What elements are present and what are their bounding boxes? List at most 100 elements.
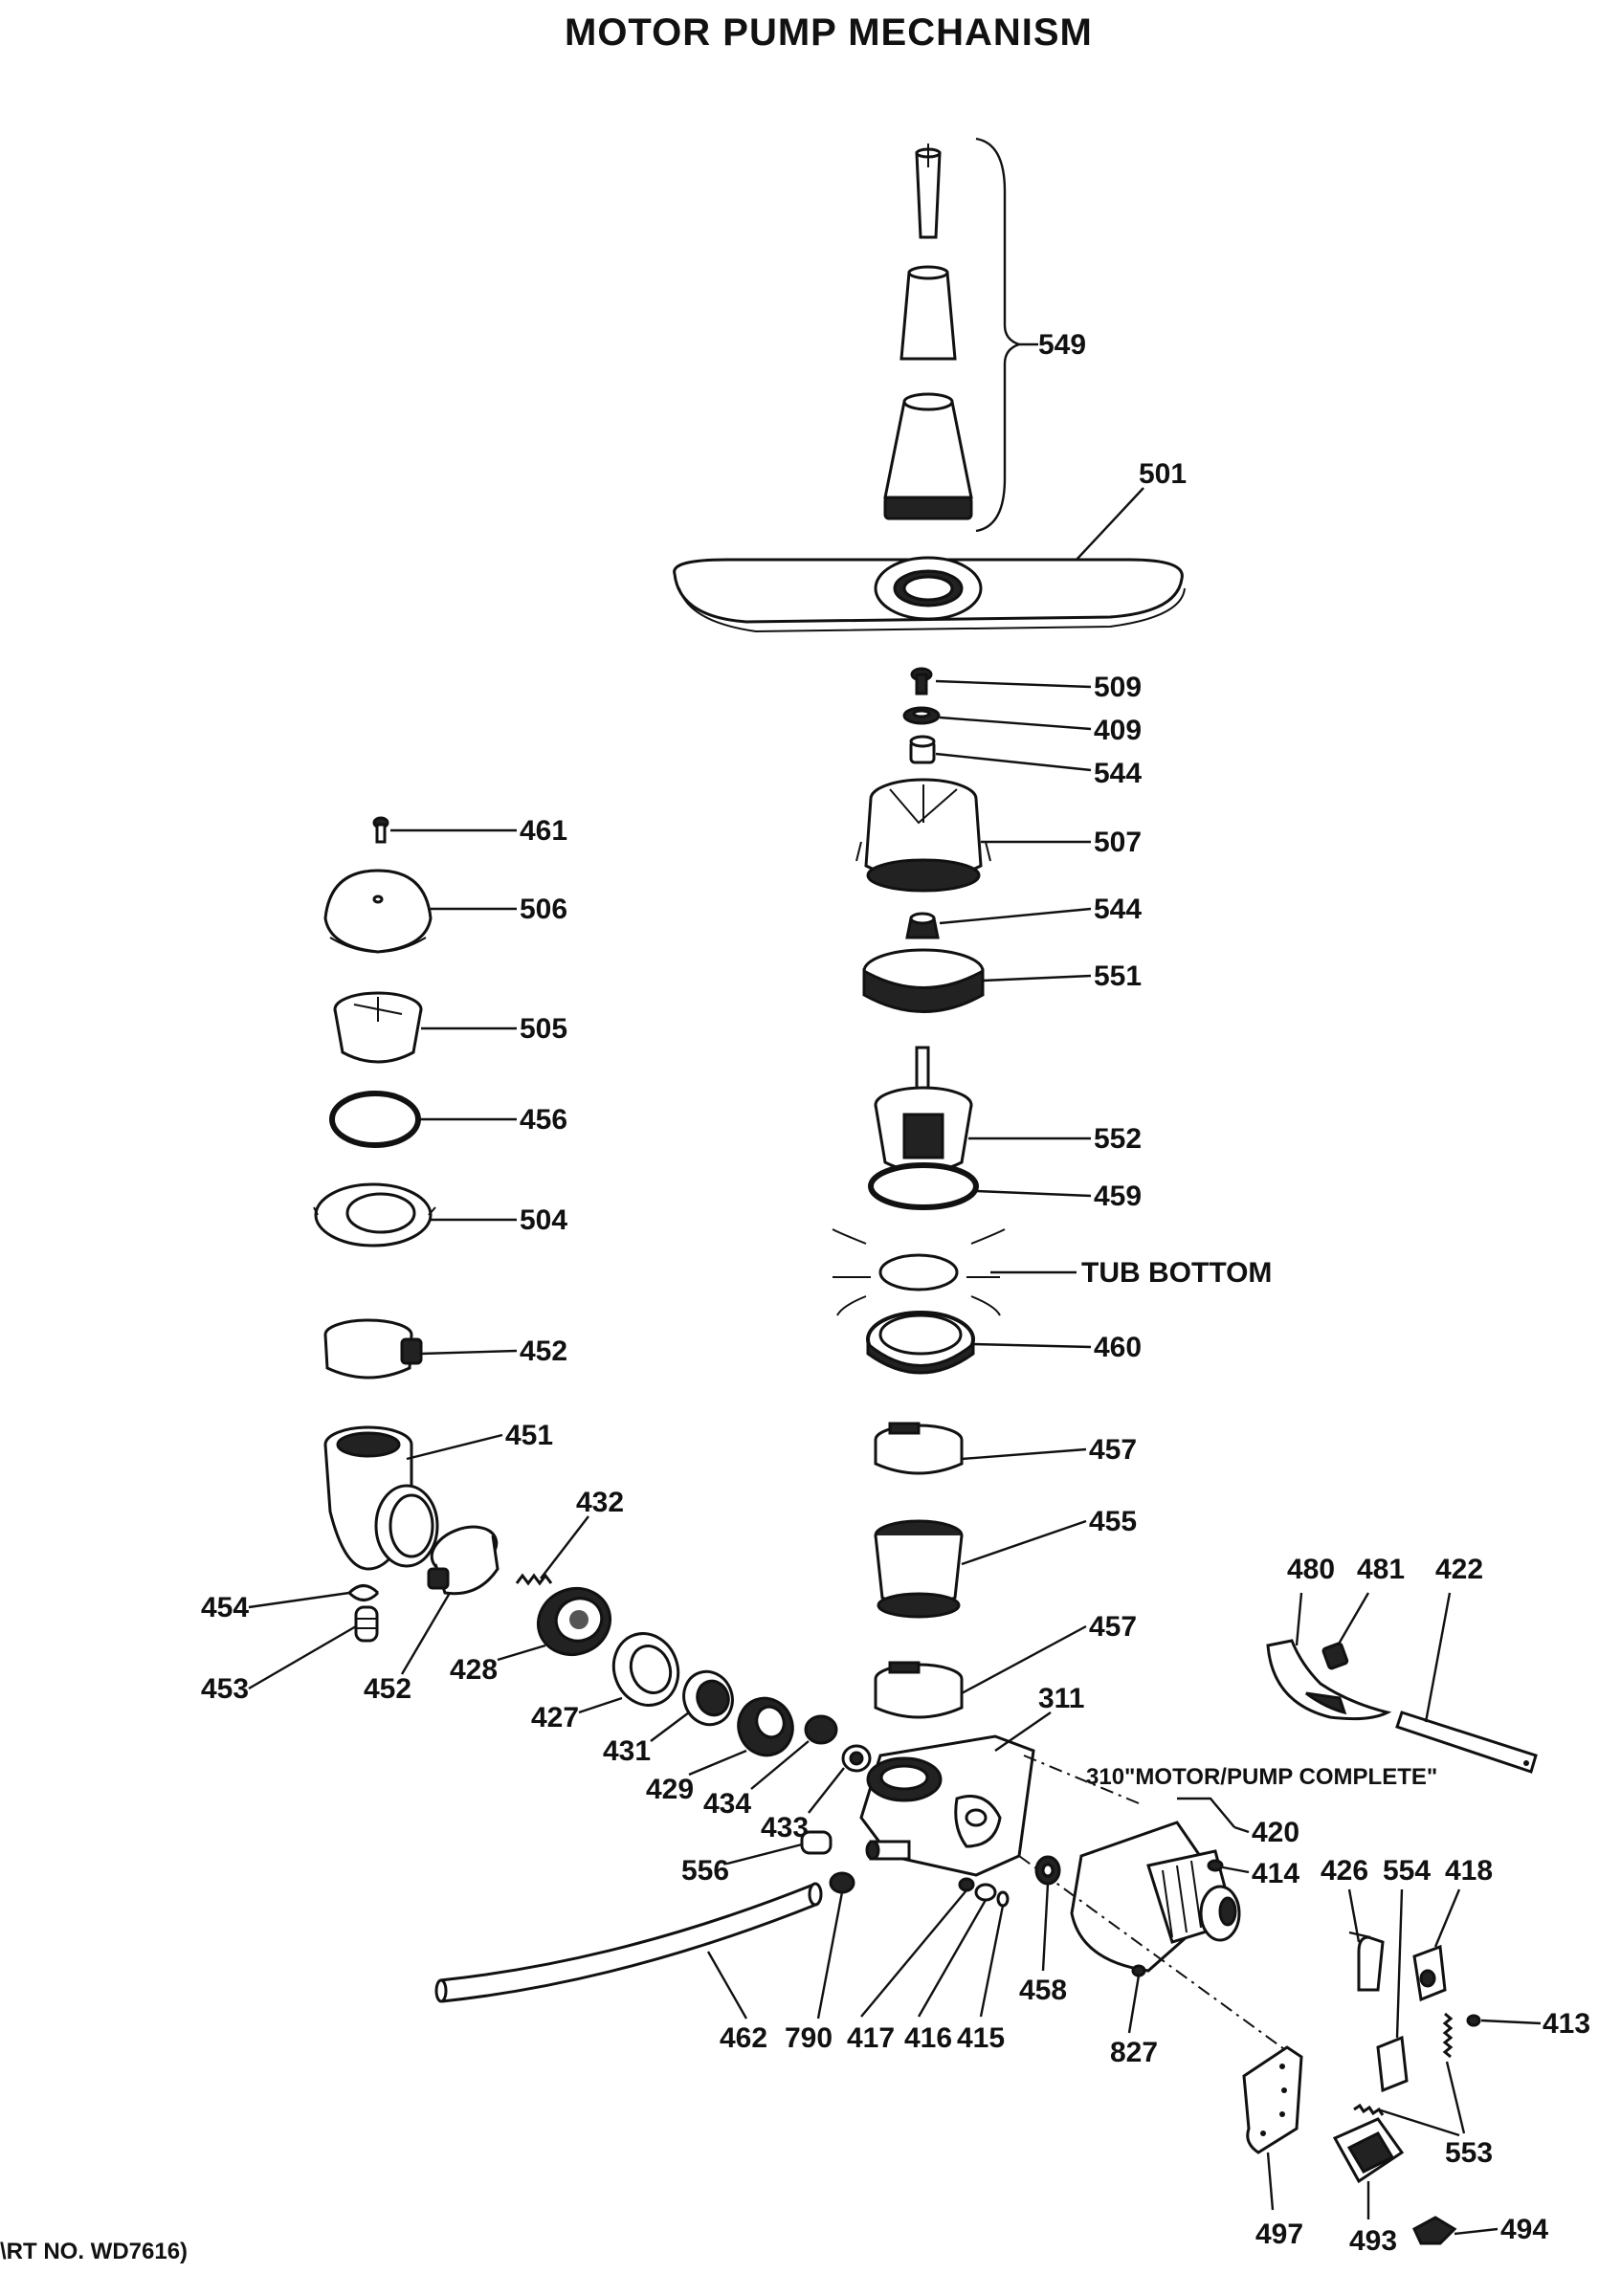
part-416-washer <box>974 1883 997 1902</box>
label-504: 504 <box>520 1204 567 1236</box>
part-554-plate <box>1376 2035 1409 2093</box>
label-493: 493 <box>1349 2225 1397 2257</box>
label-454: 454 <box>201 1592 249 1623</box>
leader-433 <box>808 1767 845 1814</box>
part-422-bar <box>1395 1711 1538 1774</box>
part-427-seal-plate <box>611 1632 680 1707</box>
part-415-clip <box>996 1890 1010 1908</box>
part-544-bushing-top <box>909 735 936 764</box>
label-827: 827 <box>1110 2037 1158 2068</box>
assembly-centerlines <box>1018 1755 1302 2063</box>
part-431-ring <box>682 1669 734 1727</box>
label-497: 497 <box>1255 2219 1303 2250</box>
part-452-clamp-bottom <box>427 1525 500 1596</box>
part-motor <box>1070 1821 1241 1973</box>
label-501: 501 <box>1139 458 1187 490</box>
part-457-clamp-top <box>874 1422 964 1475</box>
leader-427 <box>578 1696 623 1714</box>
part-493-solenoid <box>1332 2117 1405 2184</box>
leader-418 <box>1433 1888 1461 1948</box>
part-455-sleeve <box>874 1519 964 1619</box>
label-310: 310"MOTOR/PUMP COMPLETE" <box>1086 1764 1437 1790</box>
part-505-filter <box>333 991 423 1064</box>
label-427: 427 <box>531 1702 579 1733</box>
label-506: 506 <box>520 894 567 925</box>
leader-544a <box>935 752 1092 772</box>
part-501-spray-arm <box>673 556 1186 633</box>
leader-432 <box>540 1515 589 1579</box>
label-458: 458 <box>1019 1975 1067 2006</box>
leader-497 <box>1266 2152 1275 2211</box>
leader-454 <box>248 1591 350 1609</box>
leader-460 <box>972 1342 1092 1349</box>
leader-434 <box>750 1740 810 1790</box>
label-552: 552 <box>1094 1123 1142 1155</box>
label-554: 554 <box>1383 1855 1431 1887</box>
leader-457b <box>961 1624 1087 1695</box>
part-552-pump-housing <box>874 1046 973 1174</box>
label-544b: 544 <box>1094 894 1142 925</box>
label-414: 414 <box>1252 1858 1299 1889</box>
label-420: 420 <box>1252 1817 1299 1848</box>
label-549: 549 <box>1038 329 1086 361</box>
part-452-clamp-top <box>323 1318 423 1380</box>
label-556: 556 <box>681 1855 729 1887</box>
leader-501 <box>1076 487 1144 561</box>
label-431: 431 <box>603 1735 651 1767</box>
part-509-screw <box>910 667 933 695</box>
label-455: 455 <box>1089 1506 1137 1537</box>
leader-551 <box>982 974 1092 982</box>
part-504-retainer <box>313 1182 436 1247</box>
label-790: 790 <box>785 2022 833 2054</box>
part-number-footer: \RT NO. WD7616) <box>0 2239 189 2264</box>
label-416: 416 <box>904 2022 952 2054</box>
label-480: 480 <box>1287 1554 1335 1585</box>
leader-494 <box>1454 2227 1499 2236</box>
part-429-impeller <box>737 1696 794 1757</box>
label-tub-bottom: TUB BOTTOM <box>1081 1257 1272 1289</box>
leader-509 <box>935 679 1092 689</box>
label-453: 453 <box>201 1673 249 1705</box>
label-462: 462 <box>720 2022 767 2054</box>
label-457a: 457 <box>1089 1434 1137 1466</box>
label-461: 461 <box>520 815 567 847</box>
leader-462 <box>706 1951 748 2020</box>
leader-415 <box>979 1905 1005 2018</box>
label-432: 432 <box>576 1487 624 1518</box>
label-428: 428 <box>450 1654 498 1686</box>
label-457b: 457 <box>1089 1611 1137 1643</box>
label-456: 456 <box>520 1104 567 1136</box>
leader-413 <box>1480 2019 1542 2025</box>
label-507: 507 <box>1094 827 1142 858</box>
leader-409 <box>939 716 1092 731</box>
part-311-pump-body <box>859 1734 1035 1877</box>
label-544a: 544 <box>1094 758 1142 789</box>
part-790-clamp <box>829 1871 855 1894</box>
leader-311 <box>994 1711 1052 1752</box>
part-451-elbow <box>323 1425 439 1571</box>
label-417: 417 <box>847 2022 895 2054</box>
leader-458 <box>1041 1883 1050 1972</box>
leader-553a <box>1445 2061 1466 2134</box>
part-462-hose <box>434 1882 823 2003</box>
tub-bottom-indicator <box>832 1228 1006 1316</box>
part-551-ring <box>862 948 985 1013</box>
part-506-cover <box>323 869 433 954</box>
label-452a: 452 <box>520 1336 567 1367</box>
part-432-spring <box>515 1573 553 1586</box>
part-418-bracket <box>1412 1944 1447 2002</box>
part-461-screw <box>372 816 389 844</box>
leader-554 <box>1395 1888 1404 2039</box>
part-456-ring <box>329 1091 421 1148</box>
leader-481 <box>1336 1592 1370 1646</box>
part-481-clip <box>1321 1642 1349 1670</box>
label-505: 505 <box>520 1013 567 1045</box>
leader-459 <box>975 1189 1092 1198</box>
part-827-screw <box>1131 1964 1146 1977</box>
page-title: MOTOR PUMP MECHANISM <box>565 11 1093 54</box>
leader-455 <box>961 1519 1087 1566</box>
label-509: 509 <box>1094 672 1142 703</box>
label-481: 481 <box>1357 1554 1405 1585</box>
